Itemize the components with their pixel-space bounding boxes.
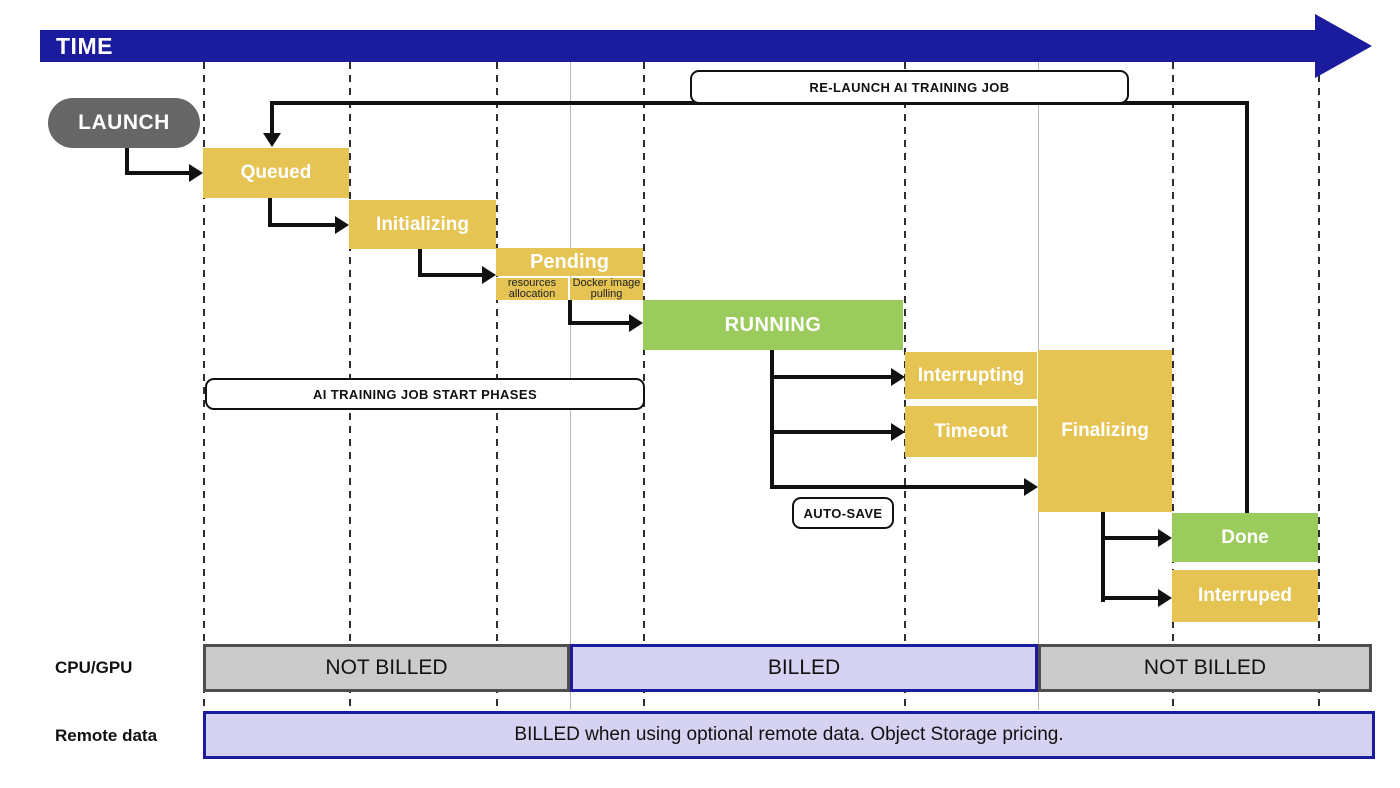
arrow-relaunch	[270, 101, 274, 135]
time-arrowhead-icon	[1315, 14, 1372, 78]
arrow-launch-queued	[125, 147, 129, 175]
time-axis-arrow: TIME	[40, 30, 1315, 62]
arrowhead-icon	[263, 133, 281, 147]
launch-node: LAUNCH	[48, 98, 200, 148]
arrow-finalizing-interruped	[1101, 596, 1158, 600]
guide-line	[1318, 62, 1320, 710]
arrowhead-icon	[189, 164, 203, 182]
guide-line	[203, 62, 205, 710]
arrowhead-icon	[335, 216, 349, 234]
arrowhead-icon	[891, 368, 905, 386]
state-interrupting: Interrupting	[905, 352, 1037, 399]
arrow-initializing-pending	[418, 273, 482, 277]
arrow-queued-initializing	[268, 223, 335, 227]
arrow-running-timeout	[770, 430, 891, 434]
arrowhead-icon	[1158, 589, 1172, 607]
state-interruped: Interruped	[1172, 570, 1318, 622]
launch-label: LAUNCH	[78, 111, 170, 134]
arrow-running-finalizing	[770, 485, 1024, 489]
arrowhead-icon	[482, 266, 496, 284]
arrow-running-branch	[770, 350, 774, 489]
state-queued: Queued	[203, 148, 349, 198]
arrow-queued-initializing	[268, 198, 272, 227]
arrow-launch-queued	[125, 171, 191, 175]
state-pending: Pending	[496, 248, 643, 276]
arrowhead-icon	[891, 423, 905, 441]
cpu-billed: BILLED	[570, 644, 1038, 692]
arrowhead-icon	[1158, 529, 1172, 547]
cpu-not-billed-1: NOT BILLED	[203, 644, 570, 692]
arrowhead-icon	[629, 314, 643, 332]
remote-data-row-label: Remote data	[55, 726, 158, 745]
start-phases-callout: AI TRAINING JOB START PHASES	[205, 378, 645, 410]
arrow-pending-running	[568, 321, 629, 325]
arrow-initializing-pending	[418, 249, 422, 277]
arrow-finalizing-branch	[1101, 512, 1105, 602]
pending-sub-row: resources allocation Docker image pullin…	[496, 278, 643, 300]
arrow-running-interrupting	[770, 375, 891, 379]
relaunch-callout: RE-LAUNCH AI TRAINING JOB	[690, 70, 1129, 104]
autosave-callout: AUTO-SAVE	[792, 497, 894, 529]
arrow-relaunch	[1245, 101, 1249, 513]
cpu-not-billed-2: NOT BILLED	[1038, 644, 1372, 692]
state-done: Done	[1172, 513, 1318, 562]
state-initializing: Initializing	[349, 200, 496, 249]
cpu-gpu-row-label: CPU/GPU	[55, 658, 133, 677]
time-axis-label: TIME	[56, 33, 113, 59]
state-finalizing: Finalizing	[1038, 350, 1172, 512]
guide-line	[1172, 62, 1174, 710]
remote-data-billed: BILLED when using optional remote data. …	[203, 711, 1375, 759]
arrow-pending-running	[568, 300, 572, 325]
arrowhead-icon	[1024, 478, 1038, 496]
pending-sub-resources: resources allocation	[496, 278, 568, 300]
state-timeout: Timeout	[905, 406, 1037, 457]
pending-sub-docker: Docker image pulling	[570, 278, 643, 300]
state-running: RUNNING	[643, 300, 903, 350]
arrow-finalizing-done	[1101, 536, 1158, 540]
